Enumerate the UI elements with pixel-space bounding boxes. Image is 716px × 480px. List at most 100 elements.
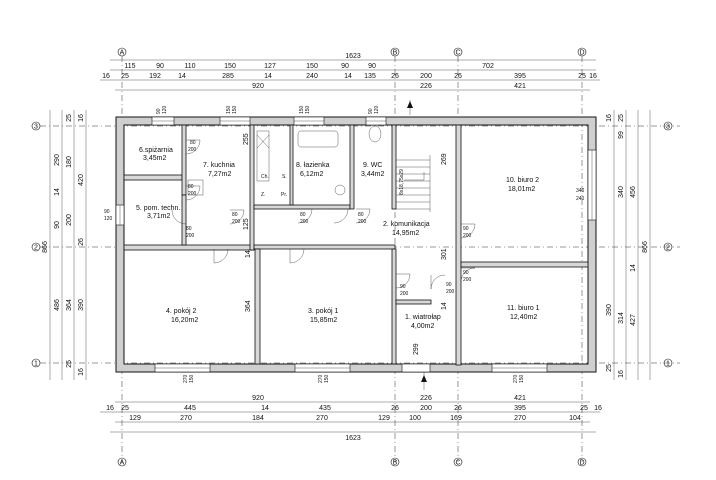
dim-text: 16 (102, 73, 110, 80)
dim-text: 920 (252, 83, 264, 90)
dim-text: 200 (420, 73, 432, 80)
room-name-7: 7. kuchnia (203, 162, 235, 169)
dim-text: 99 (618, 131, 625, 139)
entry-arrow (407, 100, 427, 390)
dim-text: 14 (264, 73, 272, 80)
dim-text: 104 (569, 415, 581, 422)
room-area-9: 3,44m2 (361, 171, 384, 178)
dim-text: 192 (149, 73, 161, 80)
room-area-2: 14,95m2 (392, 230, 419, 237)
dim-text: 129 (129, 415, 141, 422)
dim-text: 90 (368, 63, 376, 70)
label: 90 (156, 108, 162, 114)
dim-text: 420 (78, 174, 85, 186)
dim-text: 240 (306, 73, 318, 80)
label: 80 (300, 212, 306, 218)
door-swings (171, 139, 476, 290)
dim-text: 25 (606, 364, 613, 372)
dim-text: 390 (78, 299, 85, 311)
dim-text: 16 (606, 114, 613, 122)
fixture-label: S. (282, 174, 287, 180)
dim-text: 290 (54, 154, 61, 166)
label: 90 (104, 209, 110, 215)
label: 80 (358, 212, 364, 218)
dim-text: 395 (514, 405, 526, 412)
axis-label-d: D (579, 50, 584, 57)
dim-text: 16 (589, 73, 597, 80)
room-area-6: 3,45m2 (143, 155, 166, 162)
label: 150 (299, 105, 305, 114)
dim-text: 364 (66, 299, 73, 311)
dim-text: 445 (184, 405, 196, 412)
dim-text: 390 (606, 304, 613, 316)
label: 150 (305, 105, 311, 114)
axis-label-a-bottom: A (120, 460, 125, 467)
dim-text: 135 (364, 73, 376, 80)
outer-walls (115, 116, 597, 373)
axis-label-3-right: 3 (666, 124, 670, 131)
interior-walls (123, 124, 589, 366)
axis-markers: A B C D A B C D 3 2 1 3 2 1 (31, 47, 673, 467)
room-area-8: 6,12m2 (300, 171, 323, 178)
axis-label-c-bottom: C (455, 460, 460, 467)
windows (115, 116, 597, 373)
dim-text: 25 (618, 114, 625, 122)
axis-label-d-bottom: D (579, 460, 584, 467)
dim-text: 26 (391, 73, 399, 80)
axis-label-c: C (455, 50, 460, 57)
left-dimensions: 866 290 90 486 180 200 364 420 26 390 16… (42, 110, 87, 380)
label: 90 (400, 284, 406, 290)
label: 120 (374, 105, 380, 114)
room-name-4: 4. pokój 2 (166, 308, 196, 315)
label: 200 (463, 277, 472, 283)
dim-text: 14 (630, 264, 637, 272)
dim-text: 150 (224, 63, 236, 70)
dim-text: 110 (184, 63, 195, 70)
label: 120 (104, 216, 113, 222)
dim-text: 421 (514, 83, 526, 90)
dim-text: 301 (441, 248, 448, 260)
axis-label-a: A (120, 50, 125, 57)
dim-text: 395 (514, 73, 526, 80)
dim-text: 90 (156, 63, 164, 70)
room-area-4: 16,20m2 (171, 317, 198, 324)
dim-text: 180 (66, 156, 73, 168)
dim-text: 90 (341, 63, 349, 70)
axis-label-b: B (393, 50, 398, 57)
label: 90 (463, 270, 469, 276)
dim-text: 115 (124, 63, 135, 70)
room-area-1: 4,00m2 (411, 323, 434, 330)
dim-text: 14 (54, 188, 61, 196)
room-area-11: 12,40m2 (510, 314, 537, 321)
room-name-9: 9. WC (363, 162, 382, 169)
dim-text: 364 (245, 300, 252, 312)
label: 80 (190, 140, 196, 146)
dim-text: 421 (514, 395, 526, 402)
right-dimensions: 866 456 14 427 99 340 314 390 16 25 25 1… (606, 110, 651, 380)
room-area-7: 7,27m2 (208, 171, 231, 178)
fixture-label: Pr. (281, 192, 287, 198)
label: 270 (513, 374, 519, 383)
fixtures: S. Pr. Z. Ch. (187, 125, 382, 198)
dim-text: 299 (413, 343, 420, 355)
room-name-5: 5. pom. techn. (136, 205, 180, 212)
room-name-10: 10. biuro 2 (506, 177, 539, 184)
dim-text: 340 (618, 186, 625, 198)
room-name-8: 8. łazienka (296, 162, 330, 169)
dim-text: 16 (618, 370, 625, 378)
axis-label-2-right: 2 (666, 245, 670, 252)
label: 240 (576, 196, 585, 202)
dim-text: 150 (306, 63, 318, 70)
dim-text: 314 (618, 312, 625, 324)
room-area-10: 18,01m2 (508, 186, 535, 193)
dim-text: 14 (178, 73, 186, 80)
dim-text: 26 (391, 405, 399, 412)
window-labels: 90 120 150 150 150 150 90 120 90 120 270… (104, 105, 585, 383)
label: 200 (188, 191, 197, 197)
label: 200 (446, 289, 455, 295)
dim-text: 270 (180, 415, 192, 422)
door-labels: 80 200 80 200 80 200 80 200 80 200 80 20… (186, 140, 472, 297)
label: 90 (463, 226, 469, 232)
dim-text: 100 (409, 415, 421, 422)
